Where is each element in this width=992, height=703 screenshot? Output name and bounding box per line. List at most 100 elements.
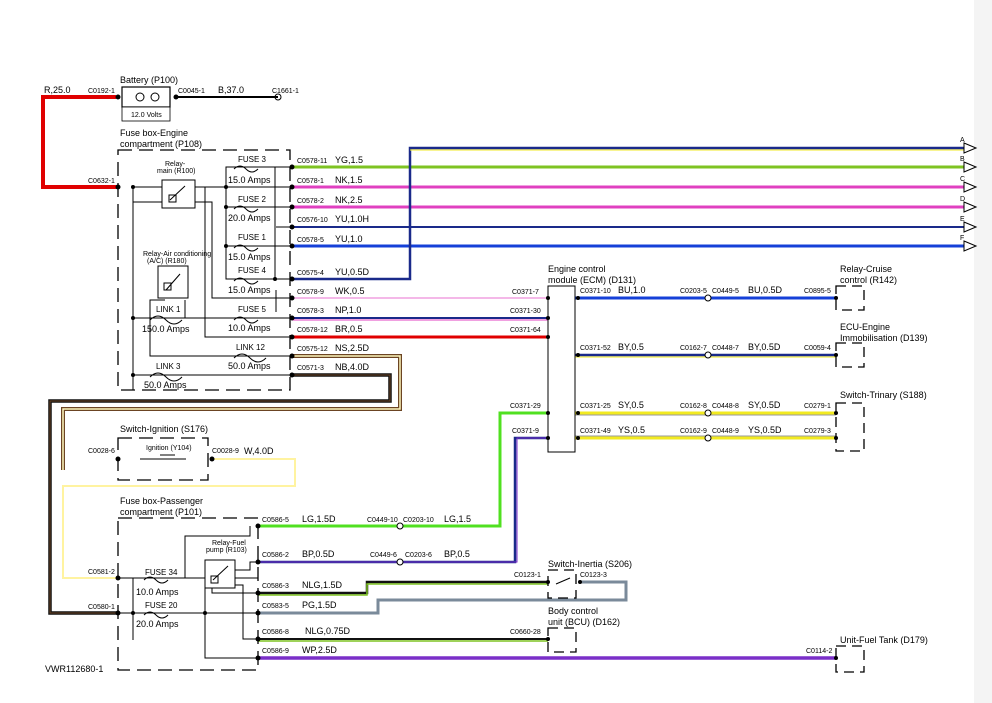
wire-r25 — [41, 95, 118, 189]
passenger-fusebox-internal-wiring — [118, 526, 258, 659]
ignition-switch-symbol — [140, 454, 186, 460]
battery-title: Battery (P100) — [120, 75, 178, 85]
relay-fuel-label1: Relay-Fuel — [212, 540, 246, 547]
ecm-output-labels: C0371-10 BU,1.0 C0203-5 C0449-5 BU,0.5D … — [580, 285, 831, 435]
inertia-box — [547, 569, 577, 599]
ecm-out-wire: BY,0.5 — [618, 342, 644, 352]
fuse1-symbol — [233, 244, 259, 252]
p-out-wire: NLG,1.5D — [302, 580, 343, 590]
link12-symbol — [233, 353, 267, 363]
ecm-out-mid-b: C0448-7 — [712, 345, 739, 352]
fuse4-symbol — [233, 277, 259, 285]
fuse3-symbol — [233, 165, 259, 173]
ecm-out-wire: SY,0.5 — [618, 400, 644, 410]
p-out-wire: NLG,0.75D — [305, 626, 351, 636]
engine-fusebox-title1: Fuse box-Engine — [120, 128, 188, 138]
fuse20-amps: 20.0 Amps — [136, 619, 179, 629]
ignition-left-conn: C0028-6 — [88, 448, 115, 455]
ignition-right-conn: C0028-9 — [212, 448, 239, 455]
fuse20-symbol — [143, 611, 169, 619]
ecm-out-end: C0895-5 — [804, 288, 831, 295]
arrow-letters: A B C D E F — [960, 137, 965, 242]
arrow-letter: D — [960, 196, 965, 203]
wire-w40d — [62, 458, 296, 579]
battery-symbol — [121, 86, 171, 108]
ecm-out-conn: C0371-52 — [580, 345, 611, 352]
wire-yu05d — [292, 146, 966, 281]
ecm-out-mid-b: C0448-8 — [712, 403, 739, 410]
inertia-conn-b: C0123-3 — [580, 572, 607, 579]
arrow-f — [963, 240, 978, 252]
ecm-out-mid-a: C0162-7 — [680, 345, 707, 352]
out-wire: YU,1.0H — [335, 214, 369, 224]
link1-name: LINK 1 — [156, 305, 181, 314]
out-conn: C0578-1 — [297, 178, 324, 185]
relay-fuel-coil — [210, 575, 219, 584]
battery-voltage: 12.0 Volts — [131, 112, 162, 119]
ecm-out-conn: C0371-10 — [580, 288, 611, 295]
relay-main-label1: Relay- — [165, 161, 186, 168]
inertia-switch-contact — [555, 577, 571, 585]
fuse5-name: FUSE 5 — [238, 305, 267, 314]
ecm-title2: module (ECM) (D131) — [548, 275, 636, 285]
fuse3-amps: 15.0 Amps — [228, 175, 271, 185]
p-out-wire2: LG,1.5 — [444, 514, 471, 524]
fuel-tank-title: Unit-Fuel Tank (D179) — [840, 635, 928, 645]
battery-out-wire: B,37.0 — [218, 85, 244, 95]
p-out-mid-a: C0449-10 — [367, 517, 398, 524]
relay-ac-label2: (A/C) (R180) — [147, 258, 187, 265]
bcu-conn: C0660-28 — [510, 629, 541, 636]
fuse34-symbol — [143, 576, 169, 584]
battery-left-conn: C0192-1 — [88, 88, 115, 95]
passenger-conn-a: C0581-2 — [88, 569, 115, 576]
fuse5-amps: 10.0 Amps — [228, 323, 271, 333]
p-out-mid-b: C0203-6 — [405, 552, 432, 559]
ecm-out-conn: C0371-25 — [580, 403, 611, 410]
right-component-boxes — [547, 285, 865, 673]
arrow-letter: E — [960, 216, 965, 223]
out-conn: C0578-3 — [297, 308, 324, 315]
inertia-conn-a: C0123-1 — [514, 572, 541, 579]
fuse1-amps: 15.0 Amps — [228, 252, 271, 262]
out-conn: C0578-9 — [297, 289, 324, 296]
ignition-wire: W,4.0D — [244, 446, 274, 456]
passenger-conn-b: C0580-1 — [88, 604, 115, 611]
relay-main-symbol — [161, 179, 196, 209]
fuse4-name: FUSE 4 — [238, 266, 267, 275]
p-out-wire: PG,1.5D — [302, 600, 337, 610]
engine-fusebox-outline — [117, 149, 291, 391]
ecm-out-mid-a: C0203-5 — [680, 288, 707, 295]
out-conn: C0575-12 — [297, 346, 328, 353]
link1-amps: 150.0 Amps — [142, 324, 190, 334]
p-out-wire: WP,2.5D — [302, 645, 337, 655]
diagram-id: VWR112680-1 — [45, 664, 103, 674]
battery-right-conn: C0045-1 — [178, 88, 205, 95]
out-wire: NP,1.0 — [335, 305, 361, 315]
p-out-wire: LG,1.5D — [302, 514, 336, 524]
out-wire: YU,1.0 — [335, 234, 363, 244]
battery-end-conn: C1661-1 — [272, 88, 299, 95]
relay-main-coil — [168, 194, 177, 203]
out-conn: C0578-5 — [297, 237, 324, 244]
fuse20-name: FUSE 20 — [145, 601, 178, 610]
p-out-conn: C0586-8 — [262, 629, 289, 636]
p-out-conn: C0586-2 — [262, 552, 289, 559]
arrow-letter: F — [960, 235, 964, 242]
passenger-fusebox-title1: Fuse box-Passenger — [120, 496, 203, 506]
ecm-out-wire: BU,1.0 — [618, 285, 646, 295]
ecm-out-conn: C0371-49 — [580, 428, 611, 435]
wire-bp05 — [258, 436, 548, 564]
ignition-title: Switch-Ignition (S176) — [120, 424, 208, 434]
wire-bp05-stripe — [260, 437, 550, 563]
battery-terminal-pos — [150, 92, 160, 102]
passenger-fusebox-title2: compartment (P101) — [120, 507, 202, 517]
ignition-inner: Ignition (Y104) — [146, 445, 192, 452]
ecm-out-wire2: BU,0.5D — [748, 285, 783, 295]
out-conn: C0578-12 — [297, 327, 328, 334]
out-wire: NS,2.5D — [335, 343, 370, 353]
fuel-tank-box — [835, 645, 865, 673]
fuse3-name: FUSE 3 — [238, 155, 267, 164]
wire-ns25d-stripe — [62, 355, 401, 470]
relay-fuel-label2: pump (R103) — [206, 547, 247, 554]
arrow-c — [963, 181, 978, 193]
